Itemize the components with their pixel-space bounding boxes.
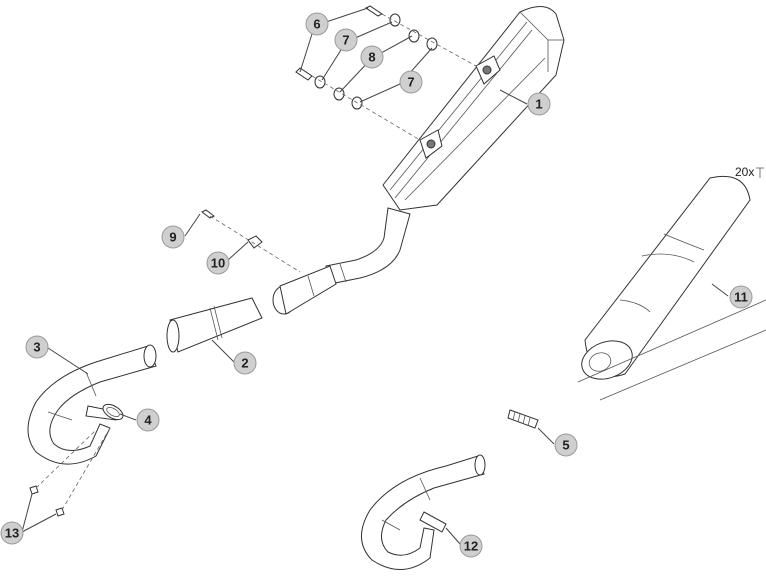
callout-4-label: 4 (144, 413, 152, 428)
callout-5: 5 (554, 433, 578, 457)
callout-10: 10 (206, 251, 230, 275)
callout-11: 11 (729, 285, 753, 309)
header-pipe-part-3 (27, 344, 157, 465)
callout-7-upper-label: 7 (342, 33, 349, 48)
screw-quantity-label: 20x (735, 165, 754, 179)
callout-1: 1 (527, 92, 551, 116)
callout-8-label: 8 (368, 50, 375, 65)
silencer-part-1 (272, 6, 565, 315)
callout-9: 9 (161, 225, 185, 249)
callout-2-label: 2 (241, 356, 248, 371)
callout-8: 8 (360, 45, 384, 69)
callout-12-label: 12 (464, 539, 478, 554)
callout-13-label: 13 (5, 526, 19, 541)
spring-hooks-part-13 (29, 427, 111, 517)
callout-10-label: 10 (211, 256, 225, 271)
callout-4: 4 (136, 408, 160, 432)
callout-5-label: 5 (562, 438, 569, 453)
callout-3-label: 3 (33, 340, 40, 355)
callout-11-label: 11 (734, 290, 748, 305)
callout-7-lower: 7 (399, 70, 423, 94)
callout-1-label: 1 (535, 97, 542, 112)
callout-13: 13 (0, 521, 24, 545)
heat-shield-part-11: 20x (577, 165, 766, 401)
callout-12: 12 (459, 534, 483, 558)
gasket-ring-part-4 (102, 403, 124, 421)
leader-lines (21, 7, 729, 545)
callout-6: 6 (305, 12, 329, 36)
callout-9-label: 9 (169, 230, 176, 245)
callout-2: 2 (233, 351, 257, 375)
callout-6-label: 6 (313, 17, 320, 32)
spring-part-5 (507, 409, 539, 429)
header-pipe-part-12 (361, 454, 486, 570)
mounting-hardware (295, 5, 477, 141)
callout-7-lower-label: 7 (407, 75, 414, 90)
sleeve-part-2 (166, 297, 263, 353)
callout-3: 3 (25, 335, 49, 359)
callout-7-upper: 7 (334, 28, 358, 52)
clamp-hardware (201, 209, 301, 273)
